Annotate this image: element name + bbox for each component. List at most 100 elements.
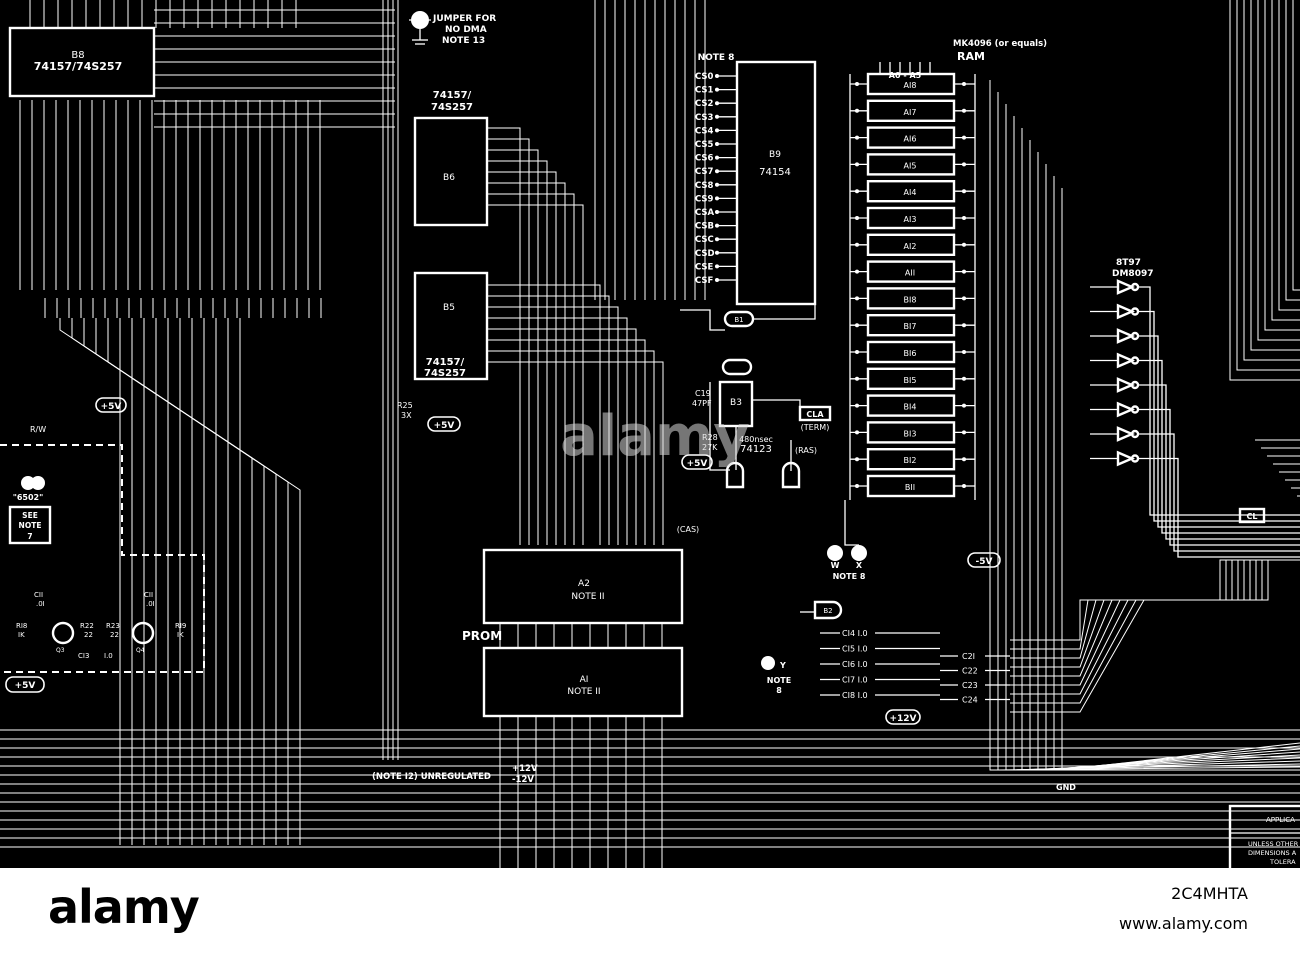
see-note-1: SEE: [22, 511, 38, 520]
gate-b2-ref: B2: [823, 607, 832, 615]
ram-cell-label: AI5: [904, 161, 917, 170]
buffer-triangle: [1116, 377, 1136, 393]
footer-site: www.alamy.com: [1119, 914, 1248, 933]
ram-cell: [866, 421, 956, 444]
term-label: (TERM): [801, 423, 830, 432]
driver-line1: 8T97: [1116, 258, 1141, 268]
plus12v: +12V: [889, 714, 916, 724]
ram-cell: [866, 314, 956, 337]
y-note1: NOTE: [767, 676, 791, 685]
jumper-symbol: JUMPER FOR NO DMA NOTE 13: [409, 11, 496, 46]
ram-cell-label: AI8: [904, 81, 917, 90]
ram-cell: [866, 153, 956, 176]
watermark-center: alamy: [560, 404, 750, 469]
buffer-triangle: [1116, 303, 1136, 320]
ram-cell: [866, 233, 956, 257]
cs-label: CS2: [695, 99, 714, 109]
cs-label: CSD: [695, 249, 715, 259]
cap-label: CI7 I.0: [842, 676, 868, 685]
prom-label: PROM: [462, 629, 502, 643]
schematic-board: B8 74157/74S257 JUMPER FOR NO DMA NOTE 1…: [0, 0, 1300, 878]
buffer-triangle: [1116, 279, 1136, 295]
chip-a1-ref: AI: [580, 675, 589, 685]
chip-b6-ref: B6: [443, 173, 455, 183]
cs-label: CSB: [695, 222, 714, 232]
ras-label: (RAS): [795, 446, 817, 455]
minus5v: -5V: [976, 557, 993, 567]
q3-label: Q3: [56, 647, 65, 654]
cs-label: CS9: [695, 194, 714, 204]
ram-cell-label: AI4: [904, 188, 917, 197]
r25-label: R25: [397, 401, 413, 410]
wx-note: NOTE 8: [833, 572, 866, 581]
cs-label: CSE: [695, 262, 714, 272]
q4-label: Q4: [136, 647, 145, 654]
r19-label: RI9: [175, 622, 186, 630]
ram-cell: [866, 126, 956, 149]
ram-cell-label: BI8: [904, 295, 917, 304]
r22-val: 22: [84, 631, 93, 639]
footer-image-id: 2C4MHTA: [1171, 884, 1248, 903]
ram-cell: [866, 367, 956, 390]
gnd-label: GND: [1056, 783, 1076, 792]
ram-cell-label: BI5: [904, 376, 917, 385]
c19-val: 47PF: [692, 399, 712, 408]
rw-label: R/W: [30, 425, 46, 434]
chip-b9-ref: B9: [769, 150, 781, 160]
chip-a1-note: NOTE II: [567, 687, 600, 697]
cap-label: C2I: [962, 652, 975, 661]
footer-bar: alamy 2C4MHTA www.alamy.com: [0, 868, 1300, 956]
cpu-label: "6502": [13, 493, 44, 502]
ram-cell: [866, 99, 956, 123]
y-label: Y: [779, 661, 786, 670]
chip-b9-note: NOTE 8: [698, 53, 735, 63]
buffer-list: [1116, 279, 1140, 467]
ram-cell-label: AI6: [904, 135, 917, 144]
chip-b3-part: 74123: [740, 444, 772, 455]
r28-label: R28: [702, 433, 718, 442]
ram-cell: [866, 448, 956, 471]
ram-cell-label: AI7: [904, 108, 917, 117]
cas-label: (CAS): [677, 525, 699, 534]
cs-label: CS1: [695, 86, 714, 96]
jumper-line2: NO DMA: [445, 25, 487, 35]
ram-cell: [866, 206, 956, 230]
cs-label: CSA: [695, 208, 715, 218]
cs-label: CSC: [695, 235, 714, 245]
plus5v-c: +5V: [687, 459, 708, 469]
chip-b5-part2: 74S257: [424, 368, 466, 379]
cs-label: CSF: [695, 276, 714, 286]
c13-val: I.0: [104, 652, 113, 660]
buffer-triangle: [1116, 401, 1136, 418]
plus5v-b: +5V: [434, 421, 455, 431]
r23-label: R23: [106, 622, 120, 630]
ram-cell-list: AI8AI7AI6AI5AI4AI3AI2AIIBI8BI7BI6BI5BI4B…: [866, 72, 956, 498]
footer-logo: alamy: [48, 880, 200, 934]
see-note-2: NOTE: [19, 521, 42, 530]
chip-b9: NOTE 8 B9 74154 CS0CS1CS2CS3CS4CS5CS6CS7…: [695, 53, 817, 306]
chip-b8-part: 74157/74S257: [34, 60, 122, 73]
c13-label: CI3: [78, 652, 89, 660]
r18-label: RI8: [16, 622, 27, 630]
ram-cell: [866, 340, 956, 364]
cpu-block: R/W "6502" SEE NOTE 7 CII .0I CII .0I RI…: [0, 425, 205, 673]
ram-part: MK4096 (or equals): [953, 39, 1047, 49]
buffer-triangle: [1116, 426, 1136, 442]
cs-label-list: CS0CS1CS2CS3CS4CS5CS6CS7CS8CS9CSACSBCSCC…: [695, 72, 715, 286]
chip-b9-part: 74154: [759, 167, 791, 178]
ram-cell: [866, 260, 956, 283]
cap-label: CI4 I.0: [842, 629, 868, 638]
buffer-triangle: [1116, 328, 1136, 344]
chip-b5-part1: 74157/: [426, 357, 465, 368]
chip-b6-part2: 74S257: [431, 102, 473, 113]
driver-line2: DM8097: [1112, 269, 1153, 279]
chip-b8-ref: B8: [71, 50, 84, 61]
power-labels: +5V +5V +5V +5V -5V +12V: [5, 397, 1001, 725]
chip-b6: 74157/ 74S257 B6: [413, 90, 489, 227]
cla-label: CLA: [806, 410, 824, 419]
ram-cell-label: BI7: [904, 322, 917, 331]
chip-b3-ref: B3: [730, 398, 742, 408]
c11a-label: CII: [34, 591, 43, 599]
